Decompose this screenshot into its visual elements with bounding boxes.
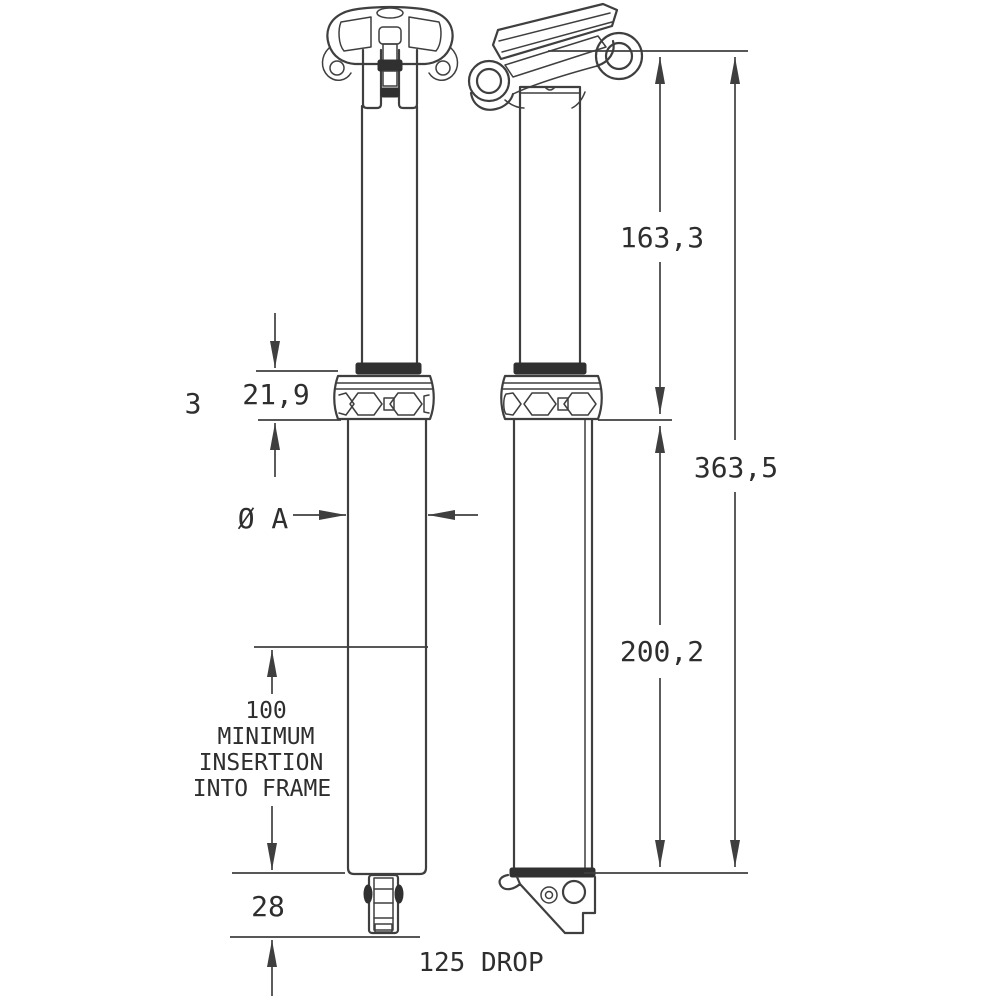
side-clamp-front-body xyxy=(469,91,515,111)
side-clamp-rear-eye-outer xyxy=(594,31,644,81)
front-collar xyxy=(333,374,435,421)
dim-28-label: 28 xyxy=(251,890,285,923)
dim-dia-label: Ø A xyxy=(238,502,289,535)
side-upper-tube-outline xyxy=(518,85,582,365)
clamp-left-arm-hole xyxy=(329,60,345,76)
clamp-bolt-lower xyxy=(382,70,398,87)
front-upper-tube xyxy=(360,104,419,365)
clamp-bolt-upper xyxy=(382,43,398,63)
side-upper-tube xyxy=(518,85,582,365)
side-bottom-cap xyxy=(509,867,596,878)
dim-219-label: 21,9 xyxy=(242,378,309,411)
front-collar-hex-2 xyxy=(389,392,423,416)
side-clamp-plate-line-2 xyxy=(501,21,613,53)
clamp-left-leg xyxy=(361,48,383,110)
lever-outline xyxy=(498,873,597,935)
clamp-right-leg xyxy=(397,48,419,110)
dim-actuator-length: 28 xyxy=(230,872,420,996)
lever-barrel xyxy=(561,879,587,905)
side-collar-body xyxy=(500,374,603,421)
front-collar-knurl-right xyxy=(423,394,430,414)
side-lower-tube xyxy=(512,418,594,870)
side-bottom-lever xyxy=(498,873,597,935)
clamp-center-block xyxy=(378,26,402,45)
dim-363-label: 363,5 xyxy=(694,451,778,484)
front-seal-band xyxy=(355,362,422,375)
side-clamp-front-eye-inner xyxy=(475,67,503,95)
front-collar-hex-1 xyxy=(349,392,383,416)
lever-pivot-outer xyxy=(540,886,558,904)
clamp-right-arm xyxy=(428,47,459,81)
actuator-outer xyxy=(367,873,400,935)
side-upper-tube-notch xyxy=(544,86,556,91)
front-collar-body xyxy=(333,374,435,421)
actuator-left-pin xyxy=(363,884,373,904)
front-view-post xyxy=(321,5,459,935)
side-collar-hex-1 xyxy=(523,392,557,416)
side-clamp-neck-right xyxy=(571,91,586,109)
clamp-right-arm-hole xyxy=(435,60,451,76)
drop-label: 125 DROP xyxy=(418,948,543,978)
side-clamp-plate-line-1 xyxy=(498,12,611,42)
side-clamp-top-plate xyxy=(491,2,619,61)
lever-pivot-inner xyxy=(544,890,554,900)
clamp-left-arm xyxy=(321,47,352,81)
side-collar xyxy=(500,374,603,421)
side-collar-hex-2 xyxy=(563,392,597,416)
dim-collar-height: 21,9 3 xyxy=(185,313,341,477)
clamp-nut xyxy=(377,59,403,72)
dim-lower-section-length: 200,2 xyxy=(620,426,704,867)
clamp-top-oval xyxy=(376,7,404,19)
dim-upper-exposed-length: 163,3 xyxy=(620,57,704,414)
side-collar-knurl-mid xyxy=(557,397,569,411)
dim-min-insertion: 100 MINIMUM INSERTION INTO FRAME xyxy=(193,646,428,870)
side-clamp-rear-body xyxy=(595,39,615,68)
clamp-left-window xyxy=(338,16,372,52)
clamp-top-plate xyxy=(326,5,454,66)
side-clamp-front-eye-outer xyxy=(467,59,511,103)
dim-100-word-2: INSERTION xyxy=(199,750,324,776)
front-collar-knurl-mid xyxy=(383,397,395,411)
clamp-right-window xyxy=(408,16,442,52)
dim-100-word-1: MINIMUM xyxy=(218,724,315,750)
dimensions: 163,3 363,5 200,2 21,9 3 Ø A xyxy=(185,50,778,996)
dim-100-value: 100 xyxy=(245,698,287,724)
side-saddle-clamp xyxy=(467,2,644,111)
actuator-inner xyxy=(373,877,394,931)
actuator-foot xyxy=(374,923,393,933)
dim-163-label: 163,3 xyxy=(620,221,704,254)
side-clamp-underside xyxy=(512,65,598,95)
front-collar-knurl-left xyxy=(338,392,355,416)
dim-post-diameter: Ø A xyxy=(238,502,478,535)
clamp-rail-bar xyxy=(380,87,400,98)
dim-200-label: 200,2 xyxy=(620,635,704,668)
side-seal-band xyxy=(513,362,587,375)
side-clamp-neck-left xyxy=(504,99,525,109)
side-clamp-rear-eye-inner xyxy=(604,41,634,71)
side-view-post xyxy=(467,2,644,935)
front-saddle-clamp xyxy=(321,5,459,110)
side-clamp-rail xyxy=(504,35,607,78)
dim-100-word-3: INTO FRAME xyxy=(193,776,331,802)
dim-total-length: 363,5 xyxy=(694,57,778,867)
partial-dim-label: 3 xyxy=(185,387,202,420)
actuator-right-pin xyxy=(394,884,404,904)
side-collar-knurl-left xyxy=(503,392,522,416)
front-bottom-actuator xyxy=(363,873,404,935)
